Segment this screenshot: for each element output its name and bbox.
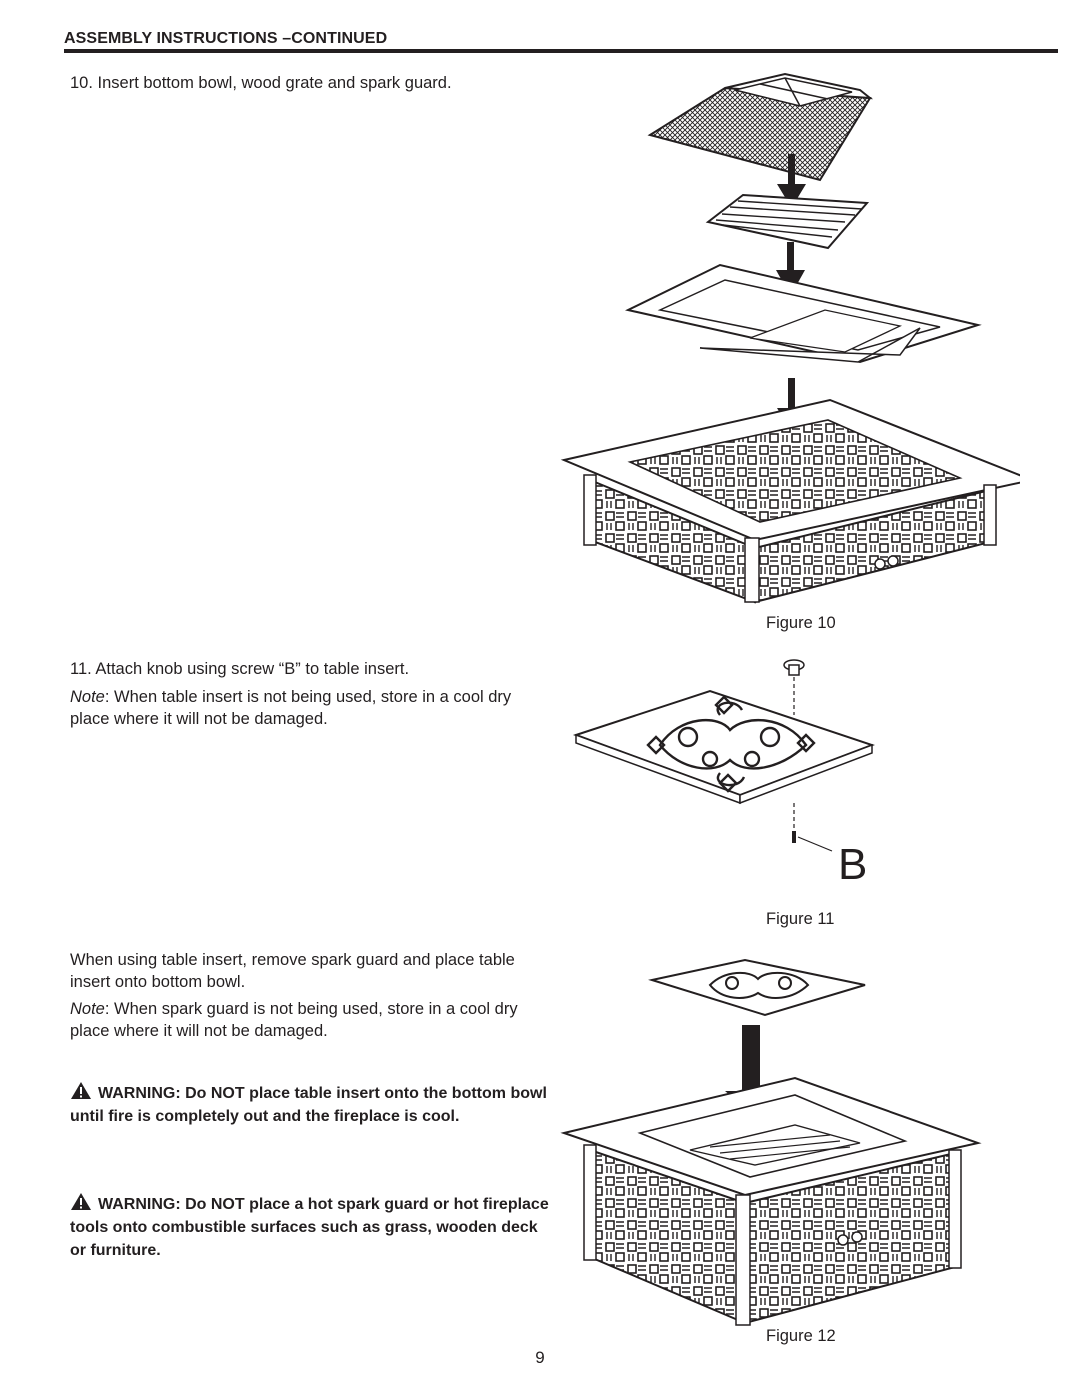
figure-10-caption: Figure 10 [766,614,836,632]
section-title: ASSEMBLY INSTRUCTIONS –CONTINUED [64,30,388,47]
warning-triangle-icon [71,1082,91,1099]
figure-11-caption: Figure 11 [766,910,835,928]
note-2-text: : When spark guard is not being used, st… [70,1000,518,1040]
spark-guard [647,72,874,182]
wood-grate [705,193,870,250]
figure-11-illustration [572,659,875,852]
step-11-text: 11. Attach knob using screw “B” to table… [70,660,410,678]
warning-2-text: WARNING: Do NOT place a hot spark guard … [70,1196,549,1259]
scroll-ornament [646,695,816,793]
header-rule [64,49,1058,53]
bottom-bowl [625,263,982,364]
warning-1-text: WARNING: Do NOT place table insert onto … [70,1085,547,1125]
screw-icon [792,831,833,852]
screw-b-label: B [838,840,868,889]
note-label: Note [70,1000,105,1018]
warning-triangle-icon [71,1193,91,1210]
warning-1: WARNING: Do NOT place table insert onto … [70,1081,550,1128]
knob-icon [783,659,805,676]
note-label: Note [70,688,105,706]
note-1-text: : When table insert is not being used, s… [70,688,512,728]
note-1: Note: When table insert is not being use… [70,686,545,730]
fire-table-with-insert [560,1076,982,1326]
down-arrow-icon [777,154,806,208]
step-10-text: 10. Insert bottom bowl, wood grate and s… [70,74,452,92]
page-number: 9 [535,1348,545,1367]
note-2: Note: When spark guard is not being used… [70,998,545,1042]
table-insert [648,958,866,1017]
table-insert-paragraph: When using table insert, remove spark gu… [70,951,515,991]
figure-12-illustration [560,958,982,1326]
figure-12-caption: Figure 12 [766,1327,836,1345]
figure-10-illustration [560,72,1020,604]
warning-2: WARNING: Do NOT place a hot spark guard … [70,1192,550,1262]
table-insert [572,689,875,805]
fire-table-base [560,398,1020,604]
